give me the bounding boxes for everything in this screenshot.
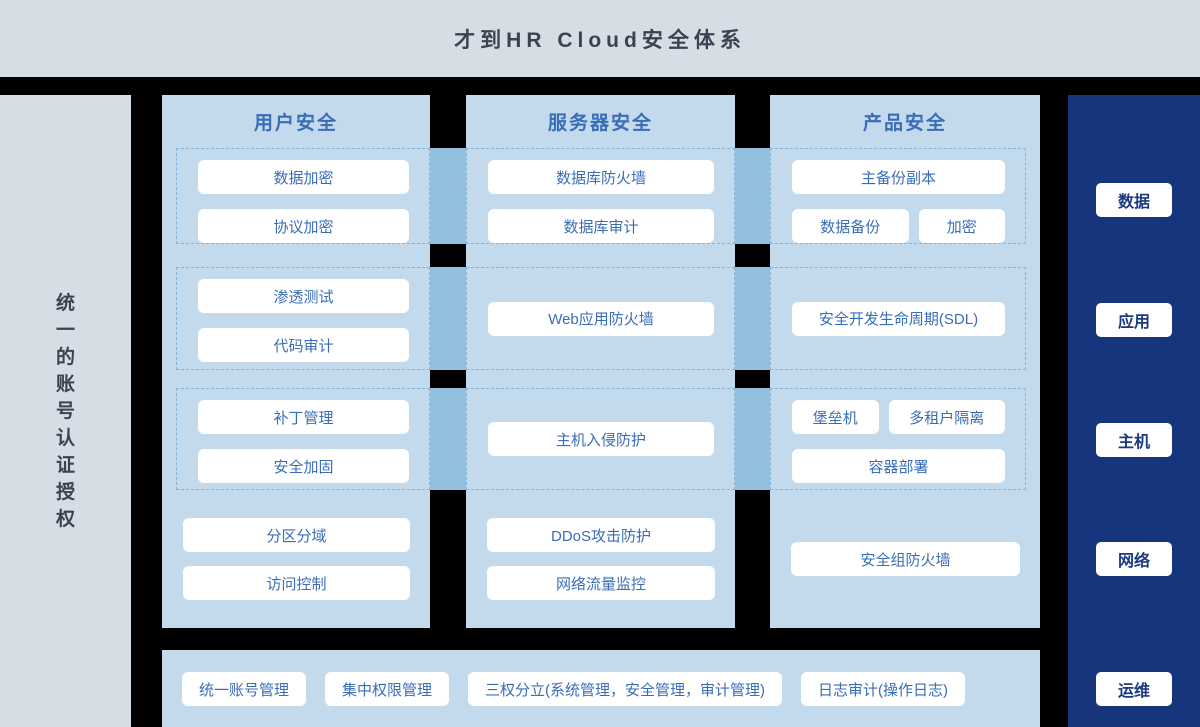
layer-badge: 网络 xyxy=(1096,542,1172,576)
unified-auth-label-char: 授 xyxy=(55,481,75,503)
capability-chip: Web应用防火墙 xyxy=(488,301,714,336)
capability-chip: 堡垒机 xyxy=(792,400,879,434)
capability-group: 安全开发生命周期(SDL) xyxy=(770,267,1026,370)
unified-auth-rail: 统一的账号认证授权 xyxy=(0,95,131,727)
capability-chip: 渗透测试 xyxy=(198,279,409,313)
capability-line: 数据库审计 xyxy=(488,209,714,243)
capability-line: 堡垒机多租户隔离 xyxy=(792,400,1005,434)
capability-row: DDoS攻击防护网络流量监控 xyxy=(466,518,735,600)
capability-line: 容器部署 xyxy=(792,449,1005,483)
capability-row: 分区分域访问控制 xyxy=(162,518,430,600)
capability-line: 主机入侵防护 xyxy=(488,422,714,456)
capability-line: 数据加密 xyxy=(198,160,409,194)
capability-chip: 数据库防火墙 xyxy=(488,160,714,194)
capability-chip: 数据备份 xyxy=(792,209,909,243)
capability-chip: 分区分域 xyxy=(183,518,410,552)
governance-bar: 统一账号管理集中权限管理三权分立(系统管理，安全管理，审计管理) 日志审计(操作日… xyxy=(162,650,1040,727)
page-title: 才到HR Cloud安全体系 xyxy=(454,28,746,52)
capability-line: 渗透测试 xyxy=(198,279,409,313)
capability-line: 主备份副本 xyxy=(792,160,1005,194)
column-title: 用户安全 xyxy=(253,113,338,134)
column-connector xyxy=(735,388,770,490)
layer-badge: 应用 xyxy=(1096,303,1172,337)
capability-line: 安全开发生命周期(SDL) xyxy=(792,301,1005,336)
server-security-column: 服务器安全数据库防火墙数据库审计 Web应用防火墙主机入侵防护 DDoS攻击防护网络… xyxy=(466,95,735,628)
user-security-column: 用户安全数据加密协议加密渗透测试代码审计补丁管理安全加固分区分域访问控制 xyxy=(162,95,430,628)
column-title: 服务器安全 xyxy=(547,113,653,134)
capability-chip: 加密 xyxy=(918,209,1005,243)
capability-chip: 安全加固 xyxy=(198,449,409,483)
capability-line: Web应用防火墙 xyxy=(488,301,714,336)
capability-line: 网络流量监控 xyxy=(487,566,715,600)
unified-auth-label-char: 统 xyxy=(55,292,75,314)
governance-chip: 集中权限管理 xyxy=(325,672,450,706)
layer-rail: 数据应用主机网络运维 xyxy=(1068,95,1200,727)
layer-badge: 数据 xyxy=(1096,183,1172,217)
column-connector xyxy=(430,267,466,370)
capability-chip: 安全组防火墙 xyxy=(791,542,1020,576)
capability-line: DDoS攻击防护 xyxy=(487,518,715,552)
capability-chip: 网络流量监控 xyxy=(487,566,715,600)
column-connector xyxy=(735,267,770,370)
capability-chip: 代码审计 xyxy=(198,328,409,362)
unified-auth-label-char: 一 xyxy=(55,319,75,341)
capability-chip: 主备份副本 xyxy=(792,160,1005,194)
capability-group: 补丁管理安全加固 xyxy=(176,388,430,490)
unified-auth-label-char: 权 xyxy=(55,508,75,530)
column-connector xyxy=(735,148,770,244)
capability-line: 安全组防火墙 xyxy=(791,542,1020,576)
page-header: 才到HR Cloud安全体系 xyxy=(0,0,1200,77)
governance-chip: 日志审计(操作日志) xyxy=(801,672,966,706)
column-connector xyxy=(430,388,466,490)
unified-auth-label-char: 认 xyxy=(55,427,75,449)
capability-chip: 补丁管理 xyxy=(198,400,409,434)
unified-auth-label-char: 号 xyxy=(55,400,75,422)
capability-row: 安全组防火墙 xyxy=(770,518,1040,600)
capability-group: 数据加密协议加密 xyxy=(176,148,430,244)
capability-chip: 容器部署 xyxy=(792,449,1005,483)
capability-group: Web应用防火墙 xyxy=(466,267,735,370)
unified-auth-label-char: 证 xyxy=(55,454,75,476)
layer-badge: 主机 xyxy=(1096,423,1172,457)
unified-auth-label-char: 的 xyxy=(55,346,75,368)
governance-chip: 统一账号管理 xyxy=(182,672,307,706)
product-security-column: 产品安全主备份副本数据备份加密安全开发生命周期(SDL)堡垒机多租户隔离容器部署… xyxy=(770,95,1040,628)
capability-chip: 访问控制 xyxy=(183,566,410,600)
capability-chip: 主机入侵防护 xyxy=(488,422,714,456)
governance-chip: 三权分立(系统管理，安全管理，审计管理) xyxy=(468,672,783,706)
capability-group: 渗透测试代码审计 xyxy=(176,267,430,370)
column-connector xyxy=(430,148,466,244)
capability-group: 主机入侵防护 xyxy=(466,388,735,490)
capability-group: 数据库防火墙数据库审计 xyxy=(466,148,735,244)
capability-chip: 多租户隔离 xyxy=(888,400,1005,434)
capability-chip: 安全开发生命周期(SDL) xyxy=(792,301,1005,336)
capability-group: 主备份副本数据备份加密 xyxy=(770,148,1026,244)
capability-line: 分区分域 xyxy=(183,518,410,552)
capability-line: 数据备份加密 xyxy=(792,209,1005,243)
capability-chip: DDoS攻击防护 xyxy=(487,518,715,552)
capability-chip: 数据库审计 xyxy=(488,209,714,243)
capability-chip: 协议加密 xyxy=(198,209,409,243)
capability-line: 协议加密 xyxy=(198,209,409,243)
layer-badge: 运维 xyxy=(1096,672,1172,706)
capability-line: 安全加固 xyxy=(198,449,409,483)
capability-line: 访问控制 xyxy=(183,566,410,600)
capability-chip: 数据加密 xyxy=(198,160,409,194)
capability-line: 数据库防火墙 xyxy=(488,160,714,194)
column-title: 产品安全 xyxy=(862,113,947,134)
capability-group: 堡垒机多租户隔离容器部署 xyxy=(770,388,1026,490)
capability-line: 代码审计 xyxy=(198,328,409,362)
unified-auth-label-char: 账 xyxy=(55,373,75,395)
capability-line: 补丁管理 xyxy=(198,400,409,434)
